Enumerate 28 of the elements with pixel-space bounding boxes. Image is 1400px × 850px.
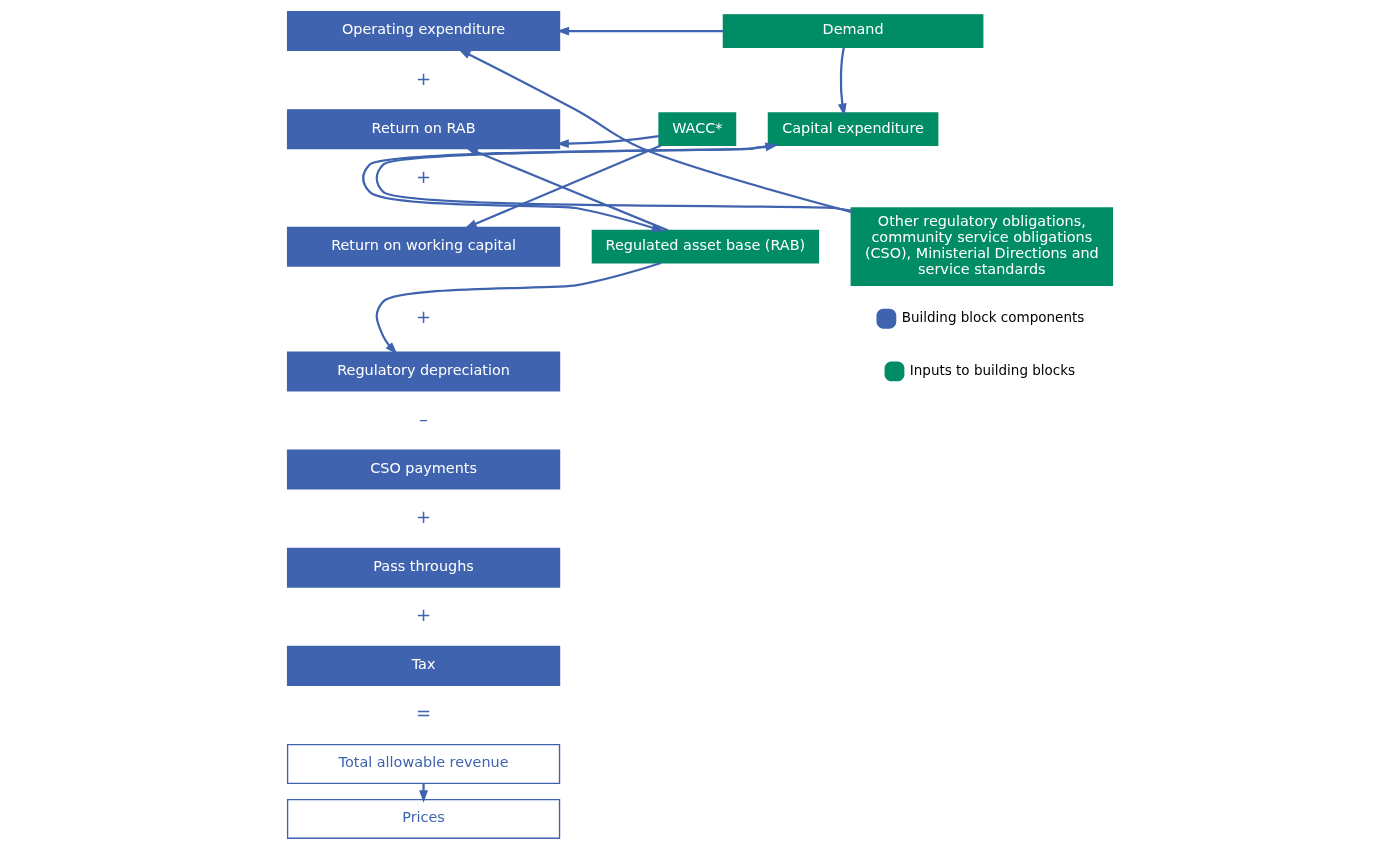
label: + [416,506,432,528]
arrow [419,783,428,803]
node-box: Other regulatory obligations, community service obligations (CSO), Ministerial Directions and service standards [850,207,1114,287]
node-box: Capital expenditure [767,112,939,147]
label: + [416,165,432,187]
node-box: Return on RAB [286,109,561,150]
label: + [416,67,432,89]
node-box: WACC* [658,112,737,147]
node-box: Regulated asset base (RAB) [591,229,820,264]
label: + [416,306,432,328]
node-box: CSO payments [286,449,561,490]
node-box: Prices [286,798,561,839]
node-box: Demand [722,14,984,48]
label: + [416,604,432,626]
arrow [375,142,852,212]
node-box: Return on working capital [286,226,561,267]
arrow [375,261,662,355]
node-box: Regulatory depreciation [286,351,561,392]
label: – [419,408,429,429]
node-box: Total allowable revenue [286,743,561,785]
node-box: Operating expenditure [286,11,561,52]
arrow [837,47,847,117]
node-box: Pass throughs [286,547,561,588]
arrow [458,48,852,213]
label: = [416,702,432,724]
legend-label: Inputs to building blocks [909,361,1076,378]
node-box: Tax [286,645,561,686]
legend-label: Building block components [901,308,1085,325]
